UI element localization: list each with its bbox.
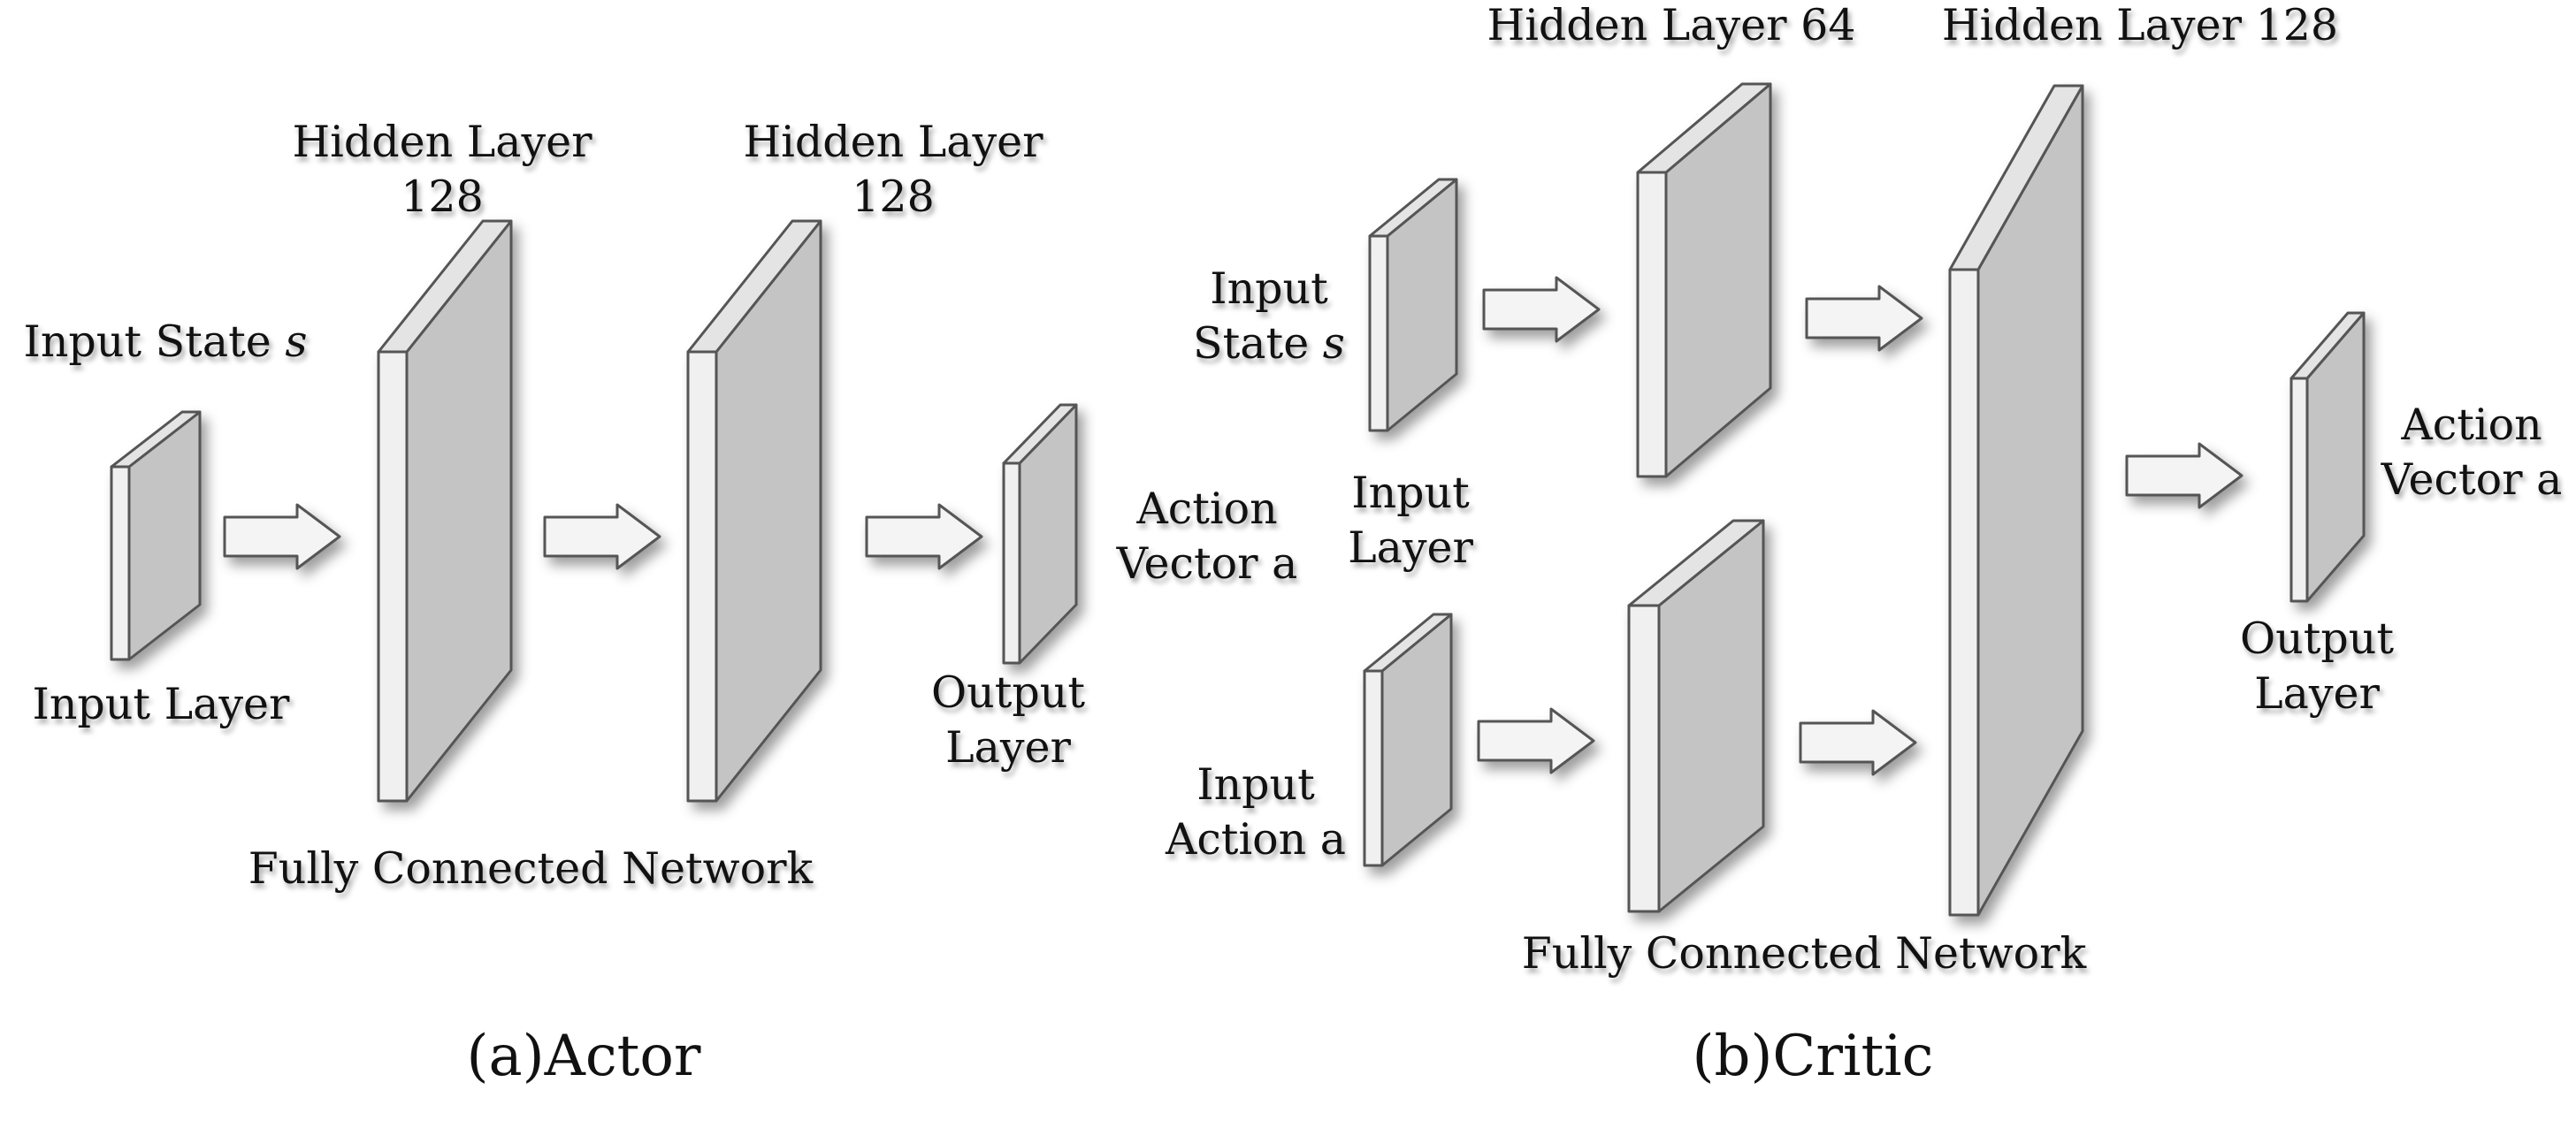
critic-hidden-layer-64-label: Hidden Layer 64 xyxy=(1487,0,1856,50)
critic-hidden-layer-128-label: Hidden Layer 128 xyxy=(1941,0,2339,50)
layer-blocks xyxy=(110,82,2366,917)
actor-input-layer-block xyxy=(110,410,202,661)
actor-output-layer-block-front xyxy=(1002,461,1021,665)
critic-output-layer-block xyxy=(2289,311,2366,603)
actor-input-layer-label: Input Layer xyxy=(32,679,290,729)
critic-caption: (b)Critic xyxy=(1692,1024,1934,1089)
critic-arrow-state-2 xyxy=(1805,285,1923,352)
actor-hidden-layer-2-block xyxy=(686,219,822,803)
critic-hidden-64-bottom-block xyxy=(1627,519,1765,913)
critic-arrow-action-2 xyxy=(1799,709,1917,776)
critic-hidden-128-block xyxy=(1948,84,2084,917)
actor-hidden-layer-2-block-front xyxy=(686,350,718,803)
critic-input-action-block-front xyxy=(1363,669,1384,867)
actor-hidden-layer-1-block-front xyxy=(377,350,409,803)
actor-arrow-3 xyxy=(865,503,983,570)
critic-arrow-output xyxy=(2125,442,2243,509)
critic-hidden-128-block-front xyxy=(1948,268,1980,917)
critic-hidden-64-top-block xyxy=(1636,82,1772,478)
actor-hidden-layer-1-block xyxy=(377,219,513,803)
critic-input-state-block-front xyxy=(1368,234,1389,432)
critic-hidden-64-bottom-block-front xyxy=(1627,604,1661,913)
actor-caption: (a)Actor xyxy=(466,1024,701,1089)
actor-output-layer-block xyxy=(1002,403,1078,665)
actor-arrow-1 xyxy=(223,503,341,570)
critic-input-action-block xyxy=(1363,613,1453,867)
actor-network-label: Fully Connected Network xyxy=(248,843,814,894)
critic-arrow-action-1 xyxy=(1477,707,1595,774)
critic-input-state-label: Input State s xyxy=(1193,263,1345,369)
critic-network-label: Fully Connected Network xyxy=(1521,928,2087,979)
critic-output-layer-block-front xyxy=(2289,377,2309,603)
actor-input-layer-block-front xyxy=(110,465,131,661)
critic-arrow-state-1 xyxy=(1482,276,1601,343)
critic-hidden-64-top-block-front xyxy=(1636,171,1668,478)
critic-input-state-block xyxy=(1368,178,1458,432)
flow-arrows xyxy=(223,276,2243,776)
actor-input-state-label: Input State s xyxy=(23,316,308,367)
actor-arrow-2 xyxy=(543,503,661,570)
